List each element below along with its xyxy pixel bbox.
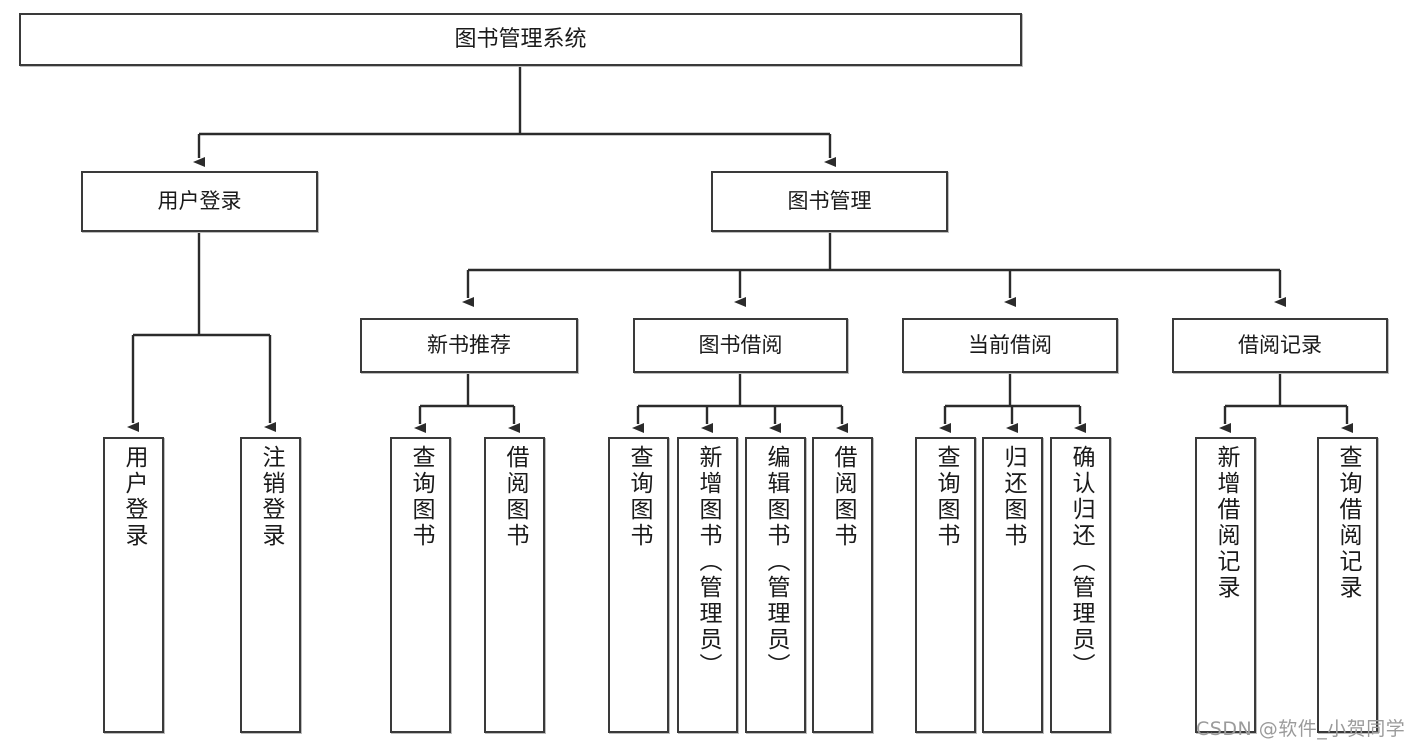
node-label: 查询图书 [408,445,434,549]
leaf-user-login-logout[interactable]: 注销登录 [240,437,301,733]
leaf-new-book-query-book[interactable]: 查询图书 [390,437,451,733]
node-borrow-record[interactable]: 借阅记录 [1172,318,1388,373]
leaf-book-borrow-add-book-admin[interactable]: 新增图书（管理员） [677,437,738,733]
leaf-current-borrow-query-book[interactable]: 查询图书 [915,437,976,733]
node-label: 图书管理系统 [454,26,587,52]
node-label: 新增借阅记录 [1213,445,1239,601]
node-book-borrow[interactable]: 图书借阅 [633,318,848,373]
leaf-user-login-login[interactable]: 用户登录 [103,437,164,733]
node-label: 查询图书 [626,445,652,549]
node-label: 用户登录 [121,445,147,549]
leaf-borrow-record-add-record[interactable]: 新增借阅记录 [1195,437,1256,733]
node-label: 借阅图书 [830,445,856,549]
node-new-book-recommend[interactable]: 新书推荐 [360,318,578,373]
leaf-book-borrow-borrow-book[interactable]: 借阅图书 [812,437,873,733]
leaf-book-borrow-query-book[interactable]: 查询图书 [608,437,669,733]
node-label: 用户登录 [157,189,242,214]
node-current-borrow[interactable]: 当前借阅 [902,318,1118,373]
node-label: 借阅记录 [1238,333,1322,358]
node-label: 注销登录 [258,445,284,549]
node-root-book-management-system[interactable]: 图书管理系统 [19,13,1022,66]
leaf-borrow-record-query-record[interactable]: 查询借阅记录 [1317,437,1378,733]
node-user-login[interactable]: 用户登录 [81,171,318,232]
node-label: 归还图书 [1000,445,1026,549]
node-label: 图书管理 [787,189,872,214]
node-label: 新增图书（管理员） [695,445,721,679]
node-label: 当前借阅 [968,333,1052,358]
leaf-new-book-borrow-book[interactable]: 借阅图书 [484,437,545,733]
leaf-current-borrow-return-book[interactable]: 归还图书 [982,437,1043,733]
node-book-management[interactable]: 图书管理 [711,171,948,232]
node-label: 查询借阅记录 [1335,445,1361,601]
node-label: 确认归还（管理员） [1068,445,1094,679]
node-label: 新书推荐 [427,333,511,358]
leaf-current-borrow-confirm-return-admin[interactable]: 确认归还（管理员） [1050,437,1111,733]
watermark: CSDN @软件_小贺同学 [1196,718,1405,740]
node-label: 借阅图书 [502,445,528,549]
leaf-book-borrow-edit-book-admin[interactable]: 编辑图书（管理员） [745,437,806,733]
node-label: 图书借阅 [698,333,783,358]
node-label: 编辑图书（管理员） [763,445,789,679]
node-label: 查询图书 [933,445,959,549]
